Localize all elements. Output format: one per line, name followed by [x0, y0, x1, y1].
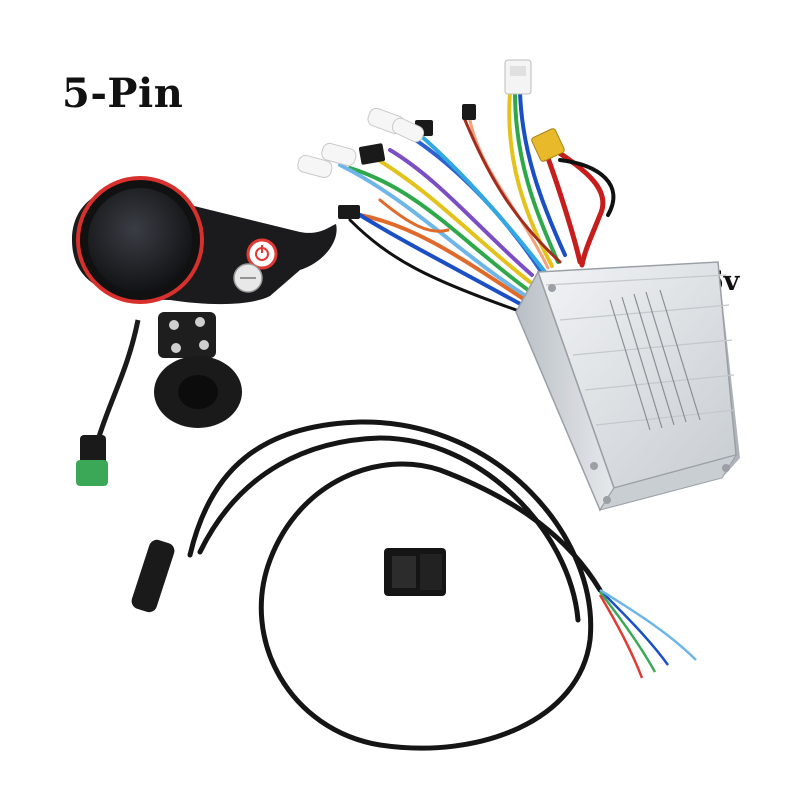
- lcd-screen: [88, 188, 192, 292]
- wire-connectors: [297, 59, 565, 219]
- power-button: [246, 238, 278, 270]
- motor-controller-box: [515, 261, 740, 512]
- small-connector-plug: [384, 548, 446, 596]
- lcd-display-throttle: [72, 176, 337, 486]
- controller-label-print: [609, 289, 701, 431]
- controller-wire-bundle: [338, 90, 616, 314]
- extension-cable: [187, 419, 603, 751]
- cable-split-wires: [598, 588, 697, 679]
- pin-count-label: 5-Pin: [62, 70, 184, 117]
- green-connector: [76, 460, 108, 486]
- cable-end-connector: [131, 539, 175, 613]
